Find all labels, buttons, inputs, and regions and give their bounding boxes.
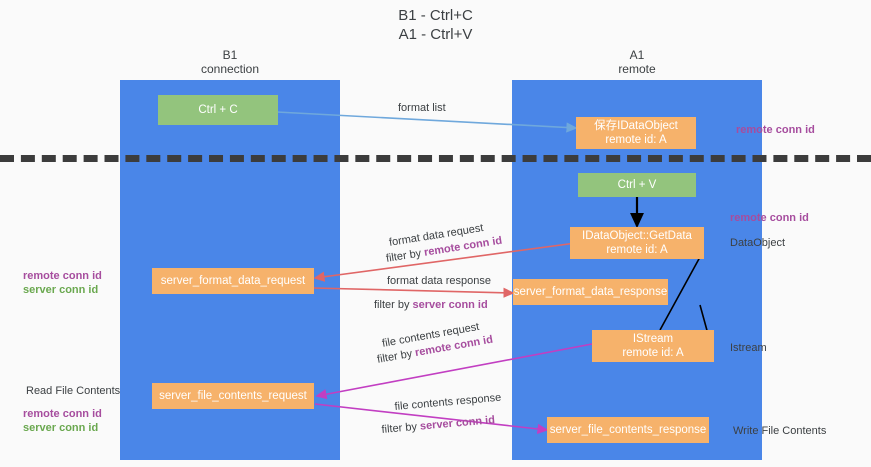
box-ctrl-c[interactable]: Ctrl + C <box>158 95 278 125</box>
box-server-format-data-response-label: server_format_data_response <box>513 286 668 298</box>
column-header-a1: A1 remote <box>618 48 656 76</box>
edge-label-file-contents-response: file contents response <box>394 391 502 413</box>
annotation-left-server-conn-id: server conn id <box>23 284 99 296</box>
annotation-right-dataobject: DataObject <box>730 237 786 249</box>
filter-by-prefix-3: filter by <box>376 347 417 366</box>
filter-key-server-conn-id-2: server conn id <box>419 414 496 433</box>
annotation-left-read-file-contents: Read File Contents <box>26 385 121 397</box>
annotation-right-remote-conn-id-top: remote conn id <box>736 124 815 136</box>
annotation-right-istream: Istream <box>730 342 767 354</box>
box-server-file-contents-request-label: server_file_contents_request <box>159 390 307 402</box>
edge-label-format-list: format list <box>398 102 446 114</box>
filter-by-prefix-4: filter by <box>381 420 421 436</box>
box-istream-line2: remote id: A <box>622 347 684 359</box>
box-server-file-contents-request[interactable]: server_file_contents_request <box>152 383 314 409</box>
annotation-right-write-file-contents: Write File Contents <box>733 425 827 437</box>
box-server-file-contents-response-label: server_file_contents_response <box>549 424 707 436</box>
edge-label-format-data-response: format data response <box>387 275 491 287</box>
edge-label-filter-by-server-conn-id-2: filter by server conn id <box>381 413 496 437</box>
box-save-idataobject-line1: 保存IDataObject <box>594 120 678 132</box>
filter-by-prefix-2: filter by <box>374 299 413 311</box>
box-server-file-contents-response[interactable]: server_file_contents_response <box>547 417 709 443</box>
box-ctrl-v[interactable]: Ctrl + V <box>578 173 696 197</box>
box-save-idataobject-line2: remote id: A <box>605 134 667 146</box>
box-idataobject-getdata-line1: IDataObject::GetData <box>582 230 692 242</box>
box-idataobject-getdata-line2: remote id: A <box>606 244 668 256</box>
box-istream-line1: IStream <box>632 333 674 345</box>
box-ctrl-v-label: Ctrl + V <box>617 179 657 191</box>
diagram-title: B1 - Ctrl+C A1 - Ctrl+V <box>398 7 473 43</box>
box-ctrl-c-label: Ctrl + C <box>198 104 238 116</box>
box-idataobject-getdata[interactable]: IDataObject::GetData remote id: A <box>570 227 704 259</box>
filter-key-server-conn-id-1: server conn id <box>412 299 488 311</box>
phase-separator <box>0 155 871 162</box>
box-save-idataobject[interactable]: 保存IDataObject remote id: A <box>576 117 696 149</box>
column-header-b1: B1 connection <box>200 48 260 76</box>
box-server-format-data-request[interactable]: server_format_data_request <box>152 268 314 294</box>
edge-label-filter-by-server-conn-id-1: filter by server conn id <box>374 298 488 312</box>
box-server-format-data-request-label: server_format_data_request <box>160 275 306 287</box>
box-istream[interactable]: IStream remote id: A <box>592 330 714 362</box>
annotation-left-server-conn-id-2: server conn id <box>23 422 99 434</box>
annotation-left-remote-conn-id: remote conn id <box>23 270 102 282</box>
box-server-format-data-response[interactable]: server_format_data_response <box>513 279 668 305</box>
annotation-left-remote-conn-id-2: remote conn id <box>23 408 102 420</box>
annotation-right-remote-conn-id-mid: remote conn id <box>730 212 809 224</box>
